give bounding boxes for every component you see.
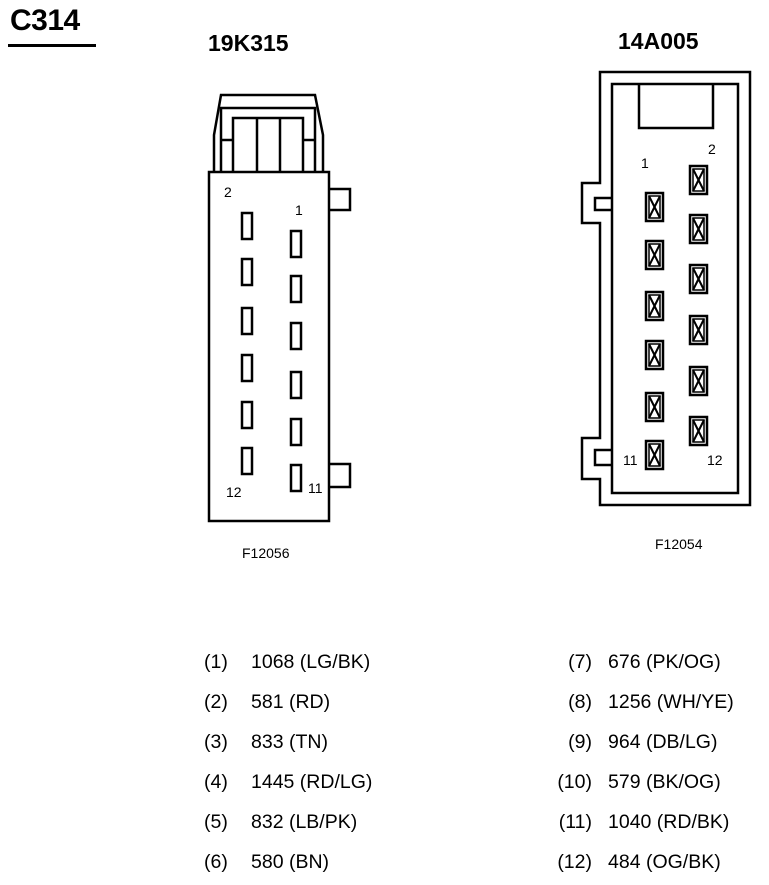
pinout-row: (2) 581 (RD)	[204, 691, 330, 714]
left-connector-lock-frame	[231, 116, 305, 172]
pin-number: (12)	[557, 851, 592, 873]
left-connector-latch-bottom	[329, 462, 352, 489]
terminal-cavity	[688, 415, 709, 447]
right-connector-cavities	[644, 164, 709, 471]
left-pin-label-top-left: 2	[224, 184, 232, 200]
left-connector-diagram	[207, 93, 352, 523]
circuit-label: 484 (OG/BK)	[608, 851, 721, 873]
pinout-row: (6) 580 (BN)	[204, 851, 329, 874]
right-pin-label-bottom-right: 12	[707, 452, 723, 468]
circuit-label: 581 (RD)	[251, 691, 331, 713]
pin-number: (2)	[204, 691, 228, 713]
pin-number: (11)	[558, 811, 592, 833]
circuit-label: 1445 (RD/LG)	[251, 771, 373, 793]
terminal-cavity	[644, 239, 665, 271]
circuit-label: 579 (BK/OG)	[608, 771, 721, 793]
left-figure-id: F12056	[242, 545, 290, 561]
pinout-row: (1) 1068 (LG/BK)	[204, 651, 370, 674]
right-connector-inner-shell	[593, 82, 740, 495]
right-pin-label-bottom-left: 11	[623, 452, 638, 468]
terminal-cavity	[688, 164, 709, 196]
circuit-label: 1068 (LG/BK)	[251, 651, 371, 673]
left-connector-body	[207, 170, 331, 523]
circuit-label: 580 (BN)	[251, 851, 330, 873]
terminal-cavity	[688, 365, 709, 397]
right-pin-label-top-left: 1	[641, 155, 649, 171]
pin-number: (9)	[568, 731, 592, 753]
pin-number: (1)	[204, 651, 228, 673]
right-connector-key	[637, 84, 715, 130]
terminal-cavity	[644, 290, 665, 322]
left-connector-lock-inner	[219, 106, 317, 172]
left-connector-cavities-left	[240, 211, 254, 476]
circuit-label: 832 (LB/PK)	[251, 811, 358, 833]
circuit-label: 964 (DB/LG)	[608, 731, 718, 753]
right-connector-part-number: 14A005	[618, 28, 699, 54]
circuit-label: 1040 (RD/BK)	[608, 811, 730, 833]
right-figure-id: F12054	[655, 536, 703, 552]
pinout-row: (4) 1445 (RD/LG)	[204, 771, 372, 794]
right-connector-shell	[580, 70, 752, 507]
left-pin-label-bottom-left: 12	[226, 484, 242, 500]
pin-number: (3)	[204, 731, 228, 753]
pinout-row: (3) 833 (TN)	[204, 731, 328, 754]
pin-number: (4)	[204, 771, 228, 793]
terminal-cavity	[688, 263, 709, 295]
pin-number: (7)	[568, 651, 592, 673]
left-pin-label-bottom-right: 11	[308, 480, 323, 496]
circuit-label: 833 (TN)	[251, 731, 328, 753]
circuit-label: 676 (PK/OG)	[608, 651, 721, 673]
terminal-cavity	[688, 314, 709, 346]
terminal-cavity	[644, 391, 665, 423]
pin-number: (6)	[204, 851, 228, 873]
left-connector-lock-outer	[212, 93, 325, 172]
pin-number: (8)	[568, 691, 592, 713]
connector-id-underline	[8, 44, 96, 47]
right-connector-diagram	[580, 70, 752, 507]
pinout-row: (5) 832 (LB/PK)	[204, 811, 357, 834]
pin-number: (5)	[204, 811, 228, 833]
left-pin-label-top-right: 1	[295, 202, 303, 218]
left-connector-cavities-right	[289, 229, 303, 493]
terminal-cavity	[688, 213, 709, 245]
circuit-label: 1256 (WH/YE)	[608, 691, 734, 713]
terminal-cavity	[644, 339, 665, 371]
left-connector-part-number: 19K315	[208, 30, 289, 56]
left-connector-latch-top	[329, 187, 352, 212]
terminal-cavity	[644, 439, 665, 471]
terminal-cavity	[644, 191, 665, 223]
connector-id-label: C314	[10, 4, 80, 37]
pin-number: (10)	[557, 771, 592, 793]
right-pin-label-top-right: 2	[708, 141, 716, 157]
